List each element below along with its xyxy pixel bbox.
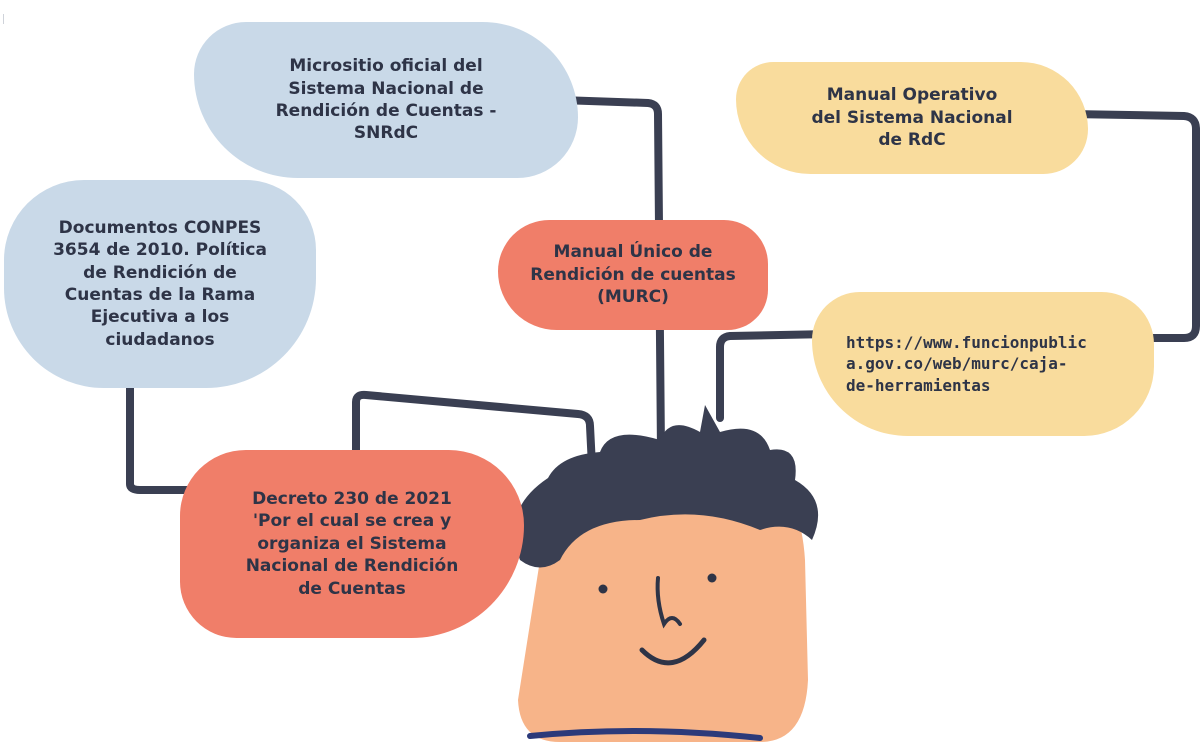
node-manual-operativo-label: Manual Operativo del Sistema Nacional de… <box>811 85 1013 151</box>
connector-url <box>716 330 834 422</box>
node-murc-label: Manual Único de Rendición de cuentas (MU… <box>530 242 736 308</box>
node-micrositio: Micrositio oficial del Sistema Nacional … <box>194 22 578 178</box>
node-murc: Manual Único de Rendición de cuentas (MU… <box>498 220 768 330</box>
node-url: https://www.funcionpublic a.gov.co/web/m… <box>812 292 1154 436</box>
node-decreto-label: Decreto 230 de 2021 'Por el cual se crea… <box>245 488 459 599</box>
node-micrositio-label: Micrositio oficial del Sistema Nacional … <box>275 56 497 144</box>
node-conpes-label: Documentos CONPES 3654 de 2010. Política… <box>53 217 267 350</box>
node-manual-operativo: Manual Operativo del Sistema Nacional de… <box>736 62 1088 174</box>
connector-conpes <box>126 374 192 494</box>
node-url-label: https://www.funcionpublic a.gov.co/web/m… <box>846 333 1087 395</box>
connector-manual-operativo <box>1066 110 1200 342</box>
node-decreto: Decreto 230 de 2021 'Por el cual se crea… <box>180 450 524 638</box>
node-conpes: Documentos CONPES 3654 de 2010. Política… <box>4 180 316 388</box>
connector-micrositio <box>556 96 665 456</box>
edge-mark <box>3 14 4 24</box>
